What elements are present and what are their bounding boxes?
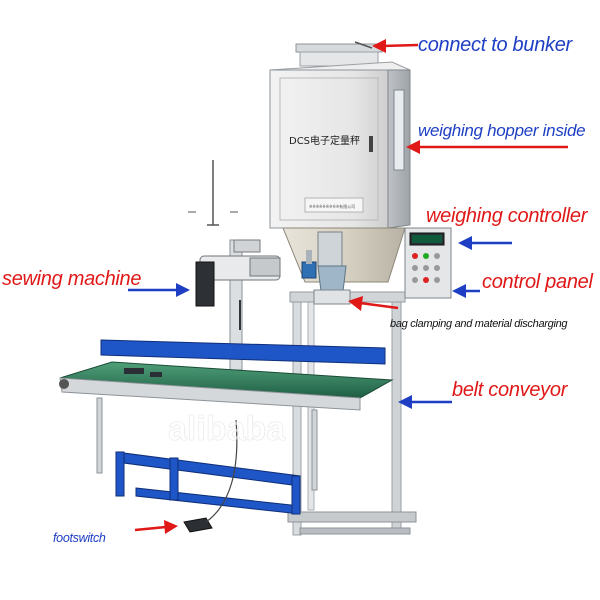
arrow-sewing <box>128 283 190 297</box>
label-sewing-machine: sewing machine <box>2 268 142 290</box>
conveyor-stand <box>96 397 318 515</box>
arrow-clamp <box>348 296 399 311</box>
label-weighing-controller: weighing controller <box>426 205 588 227</box>
label-connect-to-bunker: connect to bunker <box>418 34 572 56</box>
label-control-panel: control panel <box>482 271 593 293</box>
cabinet-sublabel: ※※※※※※※※※有限公司 <box>309 203 355 209</box>
label-footswitch: footswitch <box>53 531 106 545</box>
watermark: alibaba <box>168 410 286 448</box>
belt-conveyor <box>59 339 394 411</box>
weighing-hopper <box>282 227 406 305</box>
label-belt-conveyor: belt conveyor <box>452 379 568 401</box>
control-buttons <box>412 253 440 283</box>
arrow-controller <box>458 236 512 250</box>
sewing-machine <box>188 160 281 371</box>
arrow-footswitch <box>134 520 178 534</box>
footswitch <box>183 419 238 533</box>
arrow-belt <box>398 395 452 409</box>
weighing-cabinet <box>269 61 411 229</box>
cabinet-label: DCS电子定量秤 <box>289 134 360 147</box>
control-panel-box <box>404 227 452 299</box>
arrow-hopper <box>406 140 568 154</box>
bunker-inlet <box>295 41 383 67</box>
arrow-panel <box>452 284 480 298</box>
arrow-bunker <box>372 39 419 53</box>
label-bag-clamping: bag clamping and material discharging <box>390 318 568 330</box>
label-weighing-hopper: weighing hopper inside <box>418 121 586 140</box>
